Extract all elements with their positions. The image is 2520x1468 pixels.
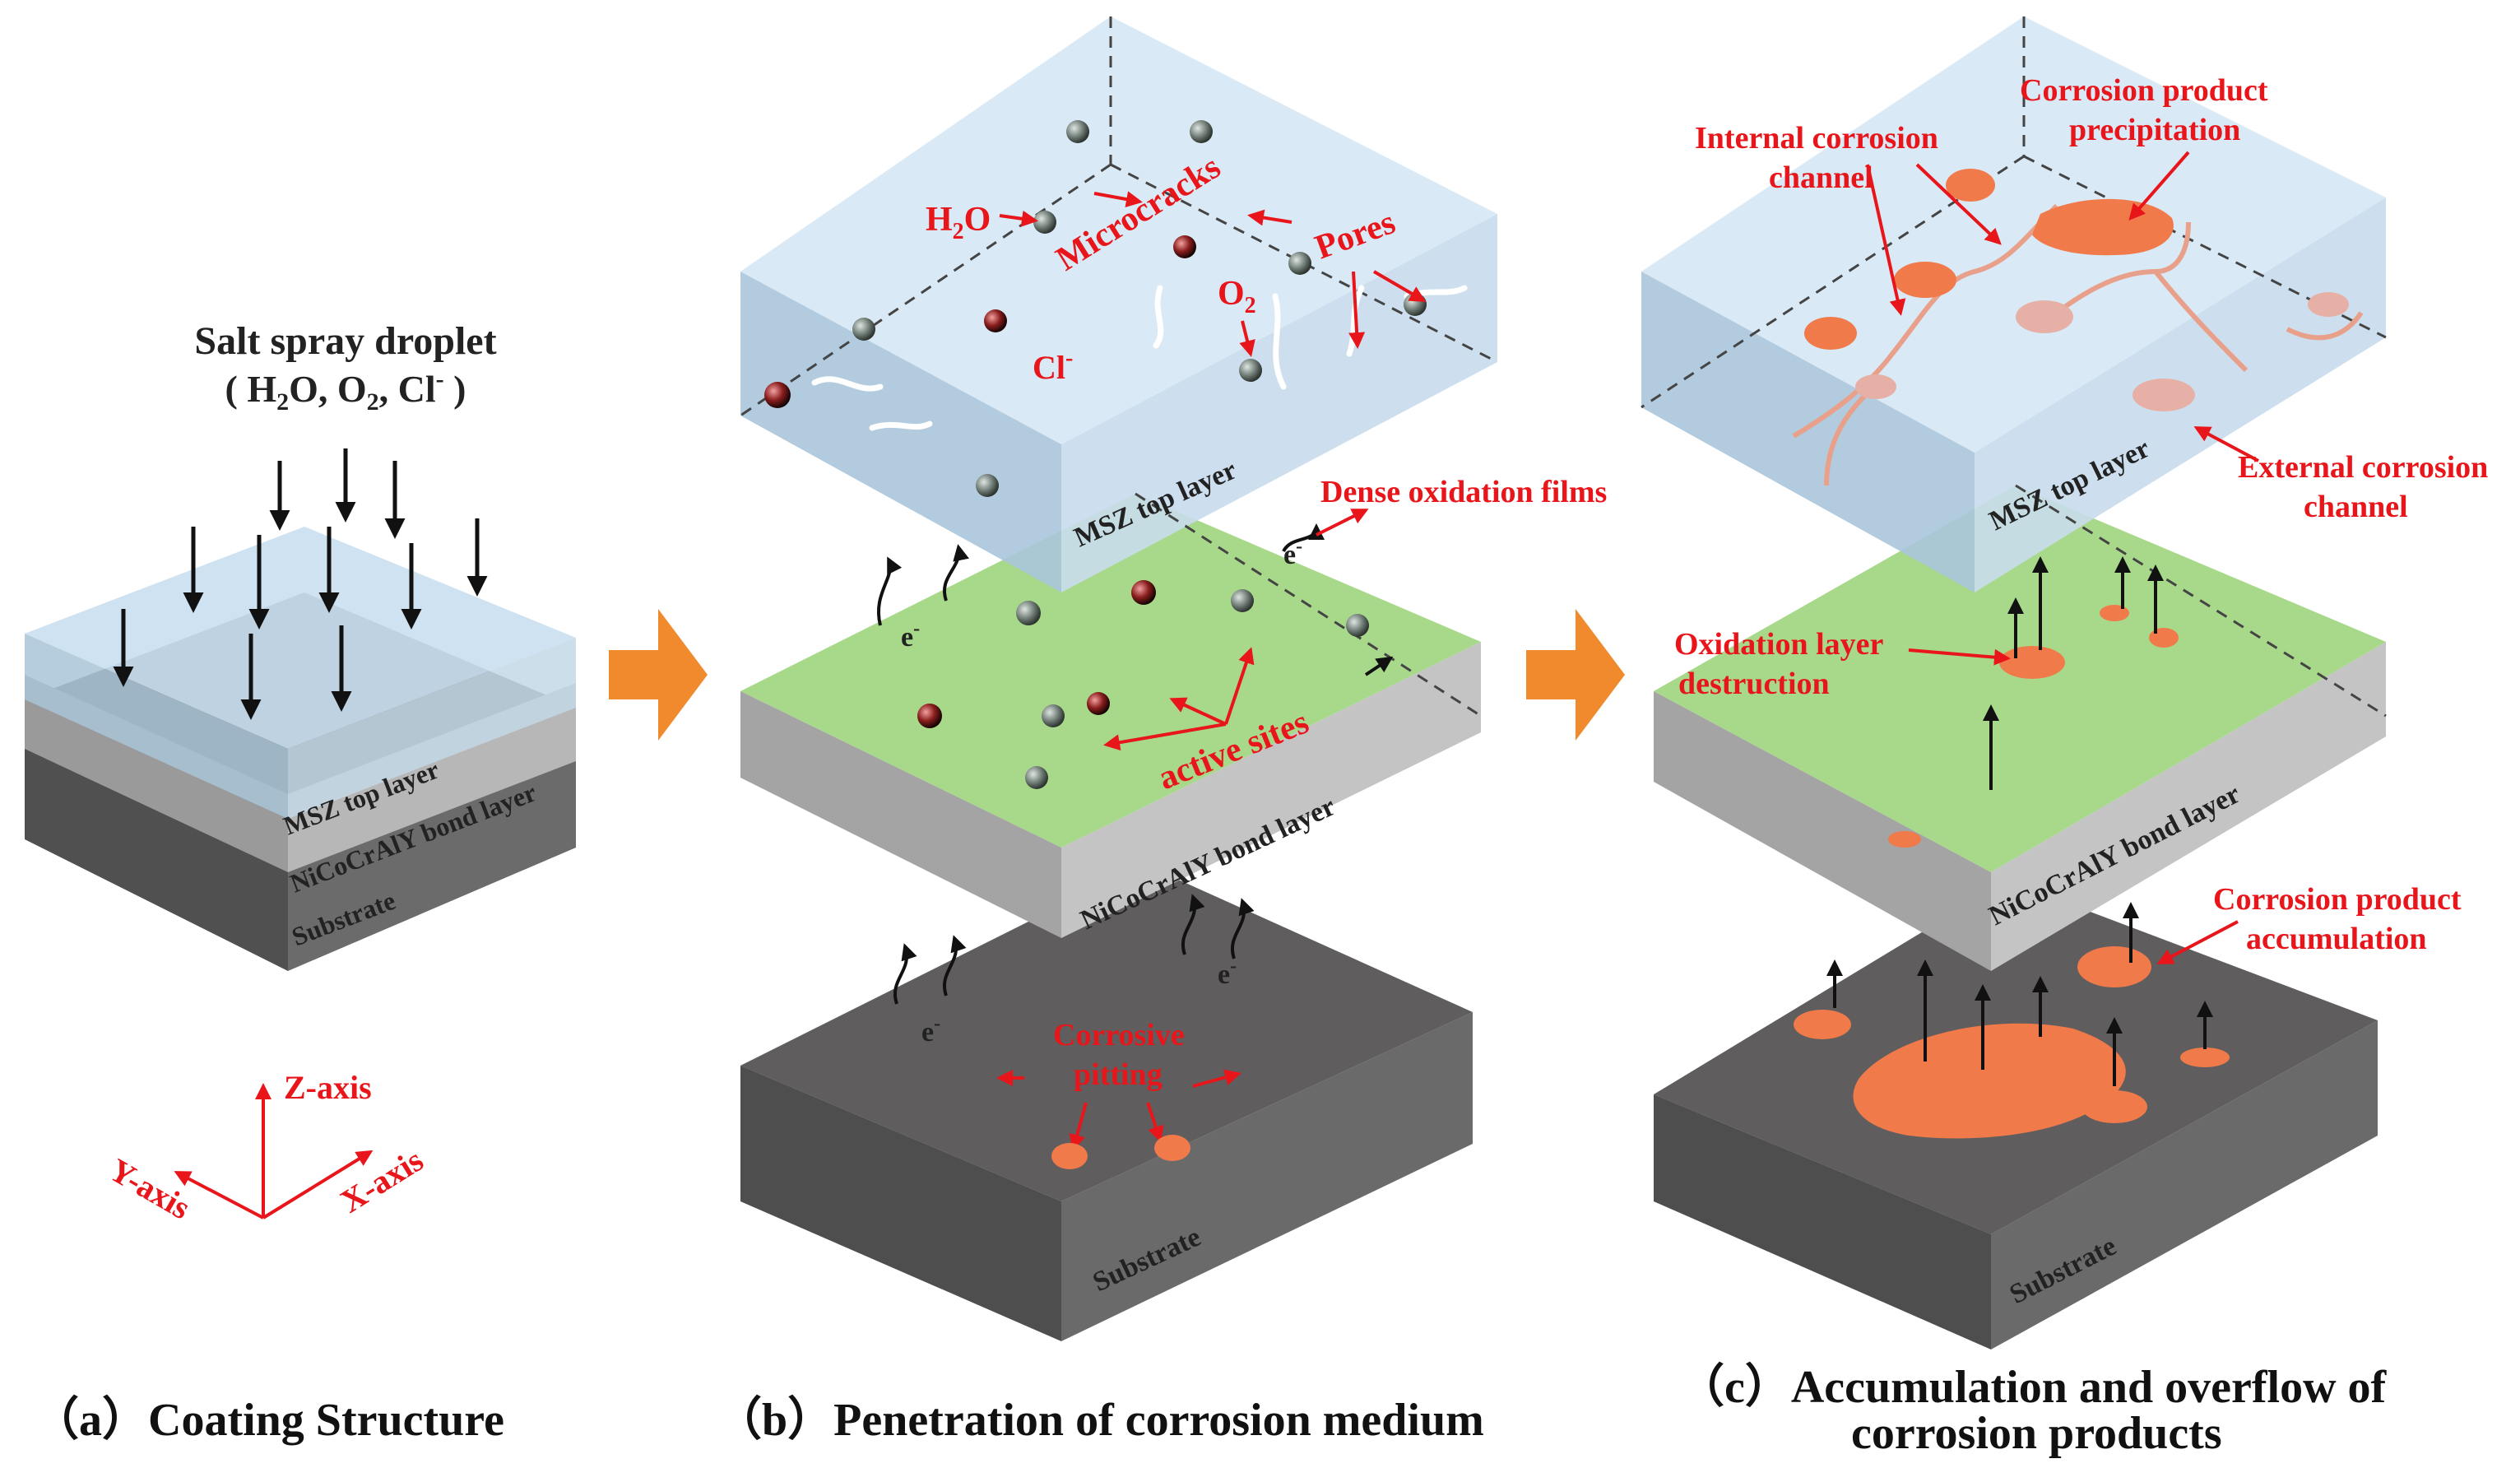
panel-c-blob xyxy=(1946,169,1995,202)
molecule-icon xyxy=(1190,120,1213,143)
panel-c-blob xyxy=(1888,831,1921,848)
panel-c-blob xyxy=(2149,628,2179,648)
panel-c-blob xyxy=(1894,262,1956,298)
panel-a-axis-x: X-axis xyxy=(334,1141,429,1220)
panel-a-axis-z: Z-axis xyxy=(284,1069,372,1106)
panel-b-substrate-left xyxy=(740,1066,1061,1341)
panel-b-pitting-label-2: pitting xyxy=(1074,1057,1163,1092)
panel-c-blob xyxy=(2016,300,2073,333)
molecule-icon xyxy=(976,474,999,497)
molecule-icon xyxy=(1239,359,1262,382)
molecule-icon xyxy=(852,318,875,341)
panel-b-hidden-edges xyxy=(740,16,1498,718)
panel-c-up-arrows xyxy=(1826,556,2213,1086)
panel-c-accumulation-1: Corrosion product xyxy=(2213,882,2462,917)
panel-b-substrate-top xyxy=(740,864,1473,1201)
panel-b-substrate-right xyxy=(1061,1012,1473,1341)
panel-b-caption: （b）Penetration of corrosion medium xyxy=(716,1395,1484,1446)
panel-b-bond-left xyxy=(740,691,1061,938)
molecule-icon xyxy=(1346,614,1369,637)
panel-c-external-channel-2: channel xyxy=(2304,490,2408,524)
panel-b-electron-paths xyxy=(877,523,1394,1005)
panel-c-red-pointers xyxy=(1866,151,2259,964)
panel-c-caption-line1: （c）Accumulation and overflow of xyxy=(1678,1362,2387,1413)
molecule-icon xyxy=(1087,692,1110,715)
pit-icon xyxy=(1154,1135,1190,1161)
panel-a-axis-y: Y-axis xyxy=(104,1151,197,1227)
panel-a-msz-right xyxy=(288,638,576,819)
panel-c-precipitation-2: precipitation xyxy=(2069,113,2240,147)
panel-b-electron-1: e- xyxy=(901,618,920,653)
panel-b-pitting-label-1: Corrosive xyxy=(1053,1018,1185,1052)
panel-c-blob xyxy=(2081,1090,2147,1123)
panel-c-accumulation-2: accumulation xyxy=(2246,922,2427,956)
panel-b-msz-top xyxy=(740,16,1497,444)
panel-a-formula: ( H2O, O2, Cl- ) xyxy=(225,365,466,416)
panel-c-blob xyxy=(2132,379,2195,411)
panel-b-electron-4: e- xyxy=(921,1013,940,1048)
panel-b-red-pointers xyxy=(996,191,1427,1151)
panel-c-bond-right xyxy=(1991,642,2386,971)
panel-c-precipitation-1: Corrosion product xyxy=(2020,73,2268,108)
molecule-icon xyxy=(1066,120,1089,143)
panel-c-blob xyxy=(1999,646,2065,679)
panel-b-msz-left xyxy=(740,272,1061,592)
molecule-icon xyxy=(1173,235,1196,258)
molecule-icon xyxy=(1025,766,1048,789)
panel-b-bond-right xyxy=(1061,642,1481,938)
panel-a-msz-top xyxy=(25,527,576,749)
panel-c-bond-top xyxy=(1654,485,2386,872)
molecule-icon xyxy=(1016,601,1041,625)
panel-c: Internal corrosion channel Corrosion pro… xyxy=(1641,16,2488,1350)
panel-c-internal-channel-1: Internal corrosion xyxy=(1695,121,1938,156)
panel-b-electron-2: e- xyxy=(1283,536,1302,570)
molecule-icon xyxy=(1231,589,1254,612)
panel-c-blob xyxy=(2100,605,2129,621)
panel-c-bond-left xyxy=(1654,691,1991,971)
panel-c-oxidation-destruction-2: destruction xyxy=(1678,667,1830,701)
panel-a-title: Salt spray droplet xyxy=(194,319,496,363)
panel-c-blob xyxy=(1804,317,1857,350)
panel-b-msz-right xyxy=(1061,214,1497,592)
panel-c-internal-channel-2: channel xyxy=(1769,160,1873,195)
molecule-icon xyxy=(1033,211,1056,234)
molecule-icon xyxy=(764,382,791,408)
panel-c-caption-line2: corrosion products xyxy=(1851,1408,2222,1459)
molecule-icon xyxy=(1288,252,1311,275)
panel-b-h2o-label: H2O xyxy=(926,201,991,244)
panel-c-blob xyxy=(1794,1010,1851,1039)
panel-a-spray-arrows xyxy=(113,448,488,720)
molecule-icon xyxy=(1042,704,1065,727)
panel-b: H2O Microcracks Pores O2 Cl- MSZ top lay… xyxy=(740,16,1607,1341)
pit-icon xyxy=(1051,1143,1088,1169)
molecule-icon xyxy=(1131,580,1156,605)
molecule-icon xyxy=(984,309,1007,332)
panel-b-cl-label: Cl- xyxy=(1033,346,1073,386)
panel-c-blob xyxy=(2180,1048,2230,1067)
molecule-icon xyxy=(917,704,942,728)
panel-c-accumulation-blob xyxy=(1853,1023,2126,1139)
panel-c-oxidation-destruction-1: Oxidation layer xyxy=(1674,627,1884,662)
panel-c-blob xyxy=(2077,946,2151,987)
panel-c-substrate-right xyxy=(1991,1020,2378,1350)
panel-c-external-channel-1: External corrosion xyxy=(2238,450,2488,485)
panel-b-dense-films-label: Dense oxidation films xyxy=(1320,475,1607,509)
panel-c-substrate-left xyxy=(1654,1094,1991,1350)
flow-arrow-a-to-b xyxy=(609,609,708,741)
panel-b-electron-3: e- xyxy=(1218,955,1237,990)
flow-arrow-b-to-c xyxy=(1526,609,1625,741)
panel-a-axes xyxy=(174,1083,374,1219)
panel-b-bond-top xyxy=(740,494,1481,848)
panel-b-molecules xyxy=(764,120,1427,789)
panel-a: Salt spray droplet ( H2O, O2, Cl- ) MSZ … xyxy=(25,319,576,1226)
panel-c-blob xyxy=(2308,292,2349,317)
panel-a-caption: （a）Coating Structure xyxy=(33,1395,504,1446)
panel-c-blob xyxy=(1855,374,1896,399)
panel-b-o2-label: O2 xyxy=(1218,275,1256,318)
panel-a-msz-left xyxy=(25,634,288,819)
